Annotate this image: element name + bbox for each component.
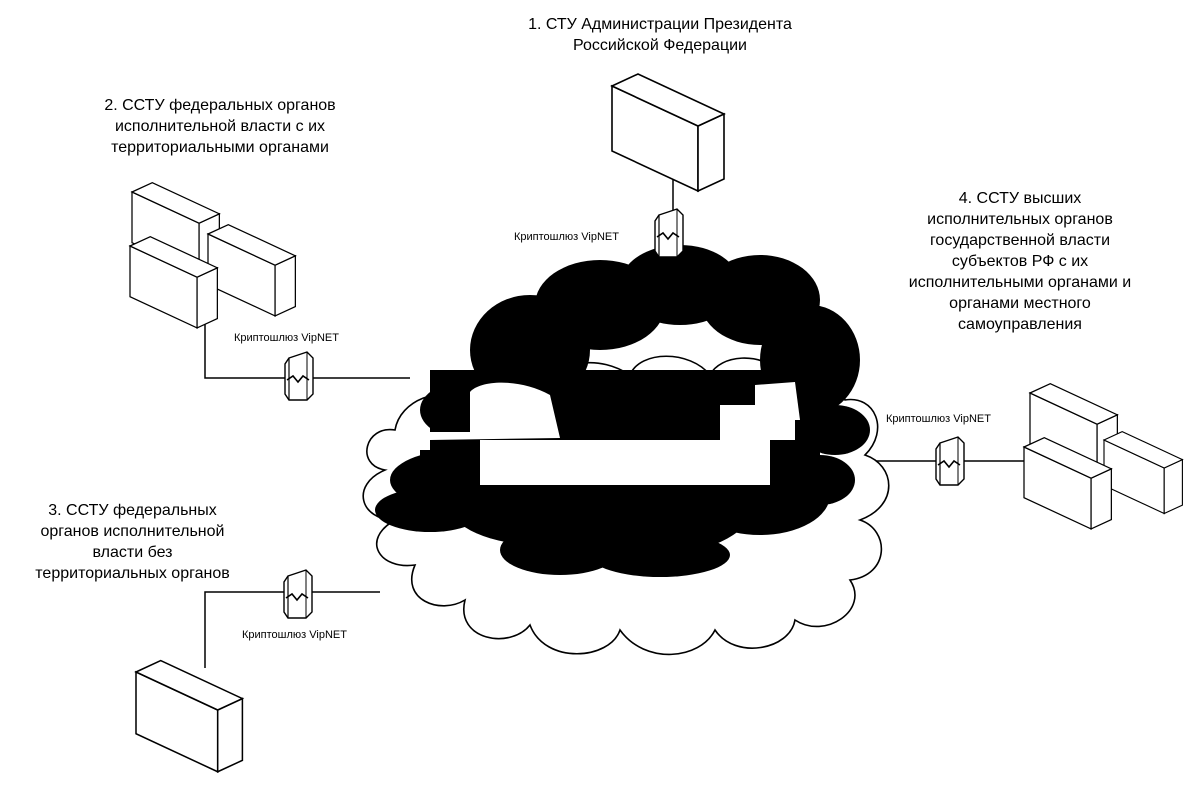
cloud-title: ЕТЬ ПЕРЕДАЧИ ДАННЫХ (IP) СЕТЬ ССТУ	[480, 444, 770, 480]
gateway-label-top: Криптошлюз VipNET	[514, 231, 619, 243]
node2-label: 2. ССТУ федеральных органов исполнительн…	[104, 97, 336, 156]
server-box-node1	[611, 73, 725, 192]
server-box-node3	[135, 659, 244, 773]
node1-label: 1. СТУ Администрации Президента Российск…	[528, 16, 792, 54]
cloud-title-line1: ЕТЬ ПЕРЕДАЧИ ДАННЫХ (IP)	[516, 444, 734, 461]
gateway-label-bottom: Криптошлюз VipNET	[242, 629, 347, 641]
node4-label: 4. ССТУ высших исполнительных органов го…	[908, 190, 1132, 333]
gateway-label-left: Криптошлюз VipNET	[234, 332, 339, 344]
cloud-highlights	[390, 382, 800, 485]
crypto-gateway-icon-bottom	[283, 569, 313, 619]
crypto-gateway-icon-right	[935, 436, 965, 486]
crypto-gateway-icon-top	[654, 208, 684, 258]
node3-label: 3. ССТУ федеральных органов исполнительн…	[35, 502, 230, 582]
gateway-label-right: Криптошлюз VipNET	[886, 413, 991, 425]
server-box-node4-b	[1103, 431, 1183, 515]
cloud-title-line2: СЕТЬ ССТУ	[582, 462, 668, 479]
server-box-node2-b	[207, 224, 296, 317]
cloud-dark-mass	[375, 245, 870, 577]
crypto-gateway-icon-left	[284, 351, 314, 401]
